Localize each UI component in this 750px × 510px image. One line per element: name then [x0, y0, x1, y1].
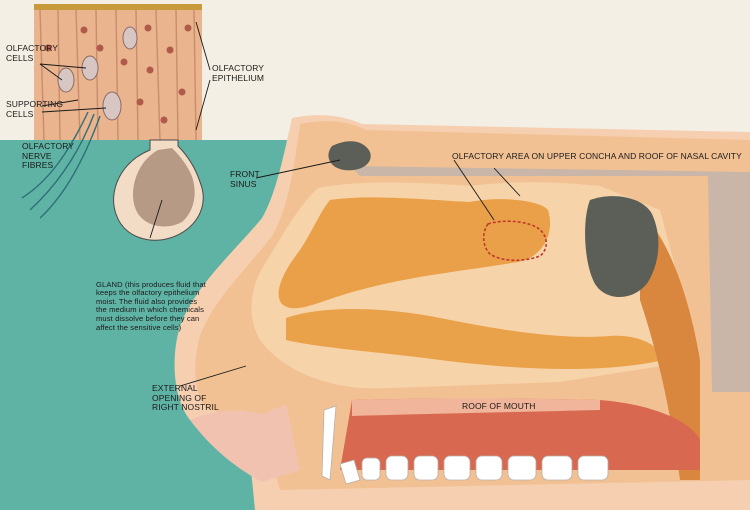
label-gland-title: GLAND — [96, 279, 123, 289]
label-gland: GLAND (this produces fluid that keeps th… — [96, 272, 206, 332]
head-cross-section — [174, 115, 750, 510]
leader-lines — [39, 21, 521, 387]
gland — [113, 139, 204, 241]
label-supporting-cells: SUPPORTING CELLS — [6, 99, 64, 119]
label-gland-text: (this produces fluid that keeps the olfa… — [96, 279, 206, 332]
label-external-opening: EXTERNAL OPENING OF RIGHT NOSTRIL — [152, 383, 219, 412]
label-olfactory-epithelium: OLFACTORY EPITHELIUM — [212, 63, 265, 83]
upper-teeth — [339, 455, 609, 485]
label-olfactory-area: OLFACTORY AREA ON UPPER CONCHA AND ROOF … — [452, 151, 742, 161]
label-olfactory-cells: OLFACTORY CELLS — [6, 43, 59, 63]
olfactory-area-outline — [482, 220, 547, 262]
olfactory-nerve-fibres — [21, 111, 101, 219]
incisor — [321, 405, 337, 481]
label-front-sinus: FRONT SINUS — [230, 169, 260, 189]
olfactory-epithelium-block — [34, 4, 202, 141]
label-olfactory-nerve-fibres: OLFACTORY NERVE FIBRES — [22, 141, 75, 170]
sphenoid-sinus-cavity — [585, 196, 659, 297]
front-sinus-cavity — [328, 141, 371, 171]
label-roof-of-mouth: ROOF OF MOUTH — [462, 401, 536, 411]
